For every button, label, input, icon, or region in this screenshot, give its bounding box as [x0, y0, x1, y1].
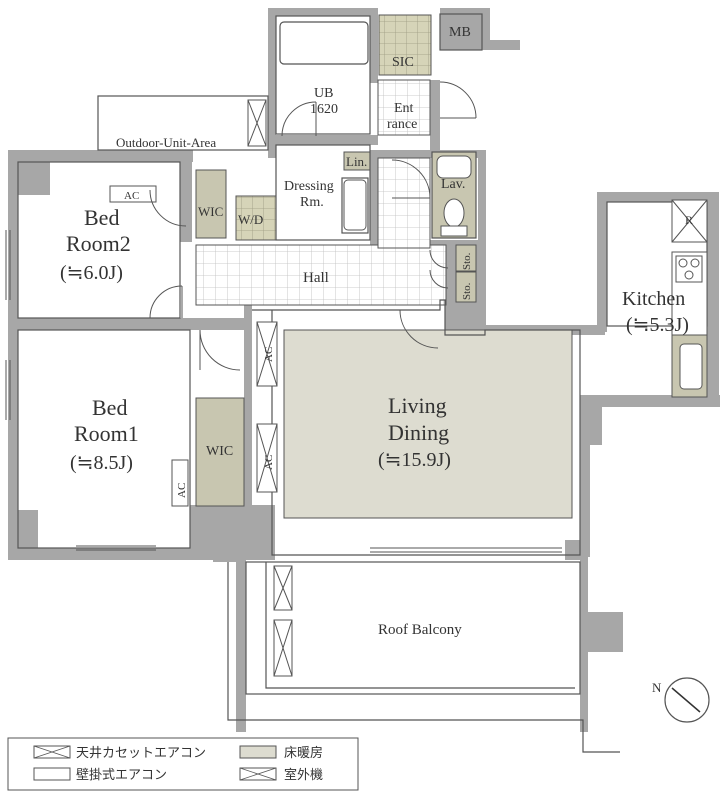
room-outlines — [17, 13, 708, 753]
kitchen-area: (≒5.3J) — [626, 314, 689, 336]
hall-label: Hall — [303, 270, 329, 286]
storage2-floor — [455, 271, 477, 303]
ceiling-ac-icons — [256, 321, 278, 493]
legend-floor-heating-icon — [239, 745, 277, 759]
living-area: (≒15.9J) — [378, 449, 451, 471]
bedroom2-area: (≒6.0J) — [60, 262, 123, 284]
sic-floor — [378, 14, 432, 76]
storage1-floor — [455, 244, 477, 272]
wall-ac-bedroom1 — [171, 459, 189, 507]
entrance-floor — [377, 79, 431, 136]
bedroom1-area: (≒8.5J) — [70, 452, 133, 474]
lavatory-label: Lav. — [441, 177, 465, 192]
storage1-label: Sto. — [461, 252, 473, 270]
mb-label: MB — [449, 25, 471, 40]
legend-wall-ac-label: 壁掛式エアコン — [76, 768, 167, 783]
outdoor-unit-icons — [247, 99, 293, 677]
ub-label-line2: 1620 — [310, 102, 338, 117]
wic-upper-label: WIC — [198, 204, 223, 219]
legend-outdoor-unit-label: 室外機 — [284, 767, 323, 783]
outdoor-unit-area-label: Outdoor-Unit-Area — [116, 135, 216, 150]
living-name-line2: Dining — [388, 420, 449, 445]
living-name-line1: Living — [388, 393, 447, 418]
storage2-label: Sto. — [461, 282, 473, 300]
dressing-label-line1: Dressing — [284, 179, 334, 194]
wic-upper-floor — [195, 169, 227, 239]
ub-label-line1: UB — [314, 86, 333, 101]
sink — [436, 155, 472, 179]
kitchen-name: Kitchen — [622, 288, 685, 310]
kitchen-sink — [679, 343, 703, 390]
bedroom2-name-line1: Bed — [84, 205, 119, 230]
ac-label-lower: AC — [263, 455, 275, 470]
corridor-floor — [377, 157, 431, 249]
ac-label-bedroom2: AC — [124, 190, 139, 202]
dressing-label-line2: Rm. — [300, 195, 324, 210]
hall-floor — [195, 244, 447, 306]
wall-ac-bedroom2 — [109, 185, 157, 203]
refrigerator-label: R — [685, 213, 693, 227]
bedroom1-name-line2: Room1 — [74, 421, 139, 446]
toilet — [443, 198, 465, 228]
legend-floor-heating-label: 床暖房 — [284, 745, 323, 761]
wd-label: W/D — [238, 212, 263, 227]
wic-lower-label: WIC — [206, 444, 233, 459]
compass-n-label: N — [652, 680, 662, 695]
linen-label: Lin. — [346, 154, 367, 169]
ac-label-bedroom1: AC — [176, 483, 188, 498]
roof-balcony-label: Roof Balcony — [378, 622, 462, 638]
windows — [5, 230, 562, 553]
sic-label: SIC — [392, 55, 414, 70]
vanity — [343, 179, 367, 231]
door-swings — [149, 81, 477, 371]
bedroom1-name-line1: Bed — [92, 395, 127, 420]
living-dining-floor — [283, 329, 573, 519]
legend-wall-ac-icon — [33, 767, 71, 781]
compass-icon — [664, 677, 710, 723]
entrance-label-line1: Ent — [394, 101, 414, 116]
legend-ceiling-ac-label: 天井カセットエアコン — [76, 746, 206, 761]
entrance-label-line2: rance — [387, 117, 417, 132]
bedroom2-name-line2: Room2 — [66, 231, 131, 256]
ac-label-upper: AC — [263, 347, 275, 362]
legend: 天井カセットエアコン 壁掛式エアコン 床暖房 室外機 — [7, 737, 359, 791]
wic-lower-floor — [195, 397, 245, 507]
